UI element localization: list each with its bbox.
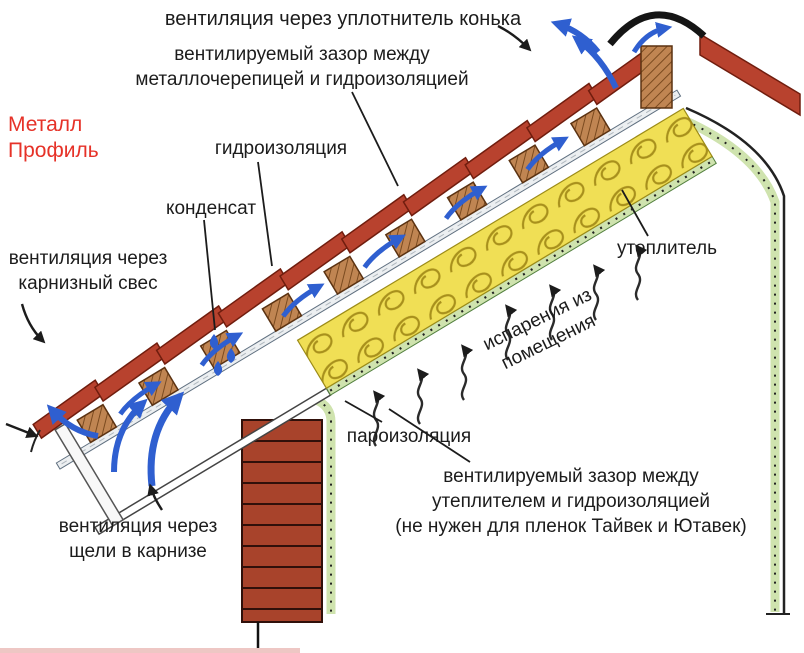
label-cornice-slots-vent: вентиляция через щели в карнизе (58, 516, 218, 563)
fascia-board (54, 422, 125, 527)
label-eaves-overhang-vent: вентиляция через карнизный свес (8, 248, 168, 295)
label-ridge-vent: вентиляция через уплотнитель конька (164, 8, 522, 30)
label-waterproofing: гидроизоляция (214, 138, 348, 159)
insulation-layer (296, 107, 713, 390)
roof-sandwich (32, 45, 717, 536)
eaves-airflow-arrows (46, 391, 185, 487)
brick-wall (241, 419, 323, 650)
label-vapor-barrier: пароизоляция (346, 426, 472, 447)
label-insulation: утеплитель (617, 238, 717, 259)
pointer-lines (203, 91, 649, 463)
pointer-arrows (5, 24, 532, 511)
label-condensate: конденсат (165, 198, 257, 219)
slope-airflow-arrows (118, 136, 569, 416)
label-insulation-gap: вентилируемый зазор между утеплителем и … (395, 466, 747, 538)
vapor-arrows (372, 244, 648, 447)
ridge-airflow-arrows (550, 18, 673, 90)
right-slope-tiles (699, 32, 801, 117)
condensate-drops (209, 334, 236, 376)
brand-logo: Металл Профиль (8, 113, 99, 163)
right-lining-layer (675, 106, 790, 615)
ridge-cap (607, 11, 707, 47)
label-tile-gap: вентилируемый зазор между металлочерепиц… (135, 44, 469, 91)
ridge-batten (640, 45, 673, 109)
drip-edge (30, 429, 41, 453)
ridge-assembly (607, 11, 801, 117)
scan-artifact (0, 648, 300, 653)
